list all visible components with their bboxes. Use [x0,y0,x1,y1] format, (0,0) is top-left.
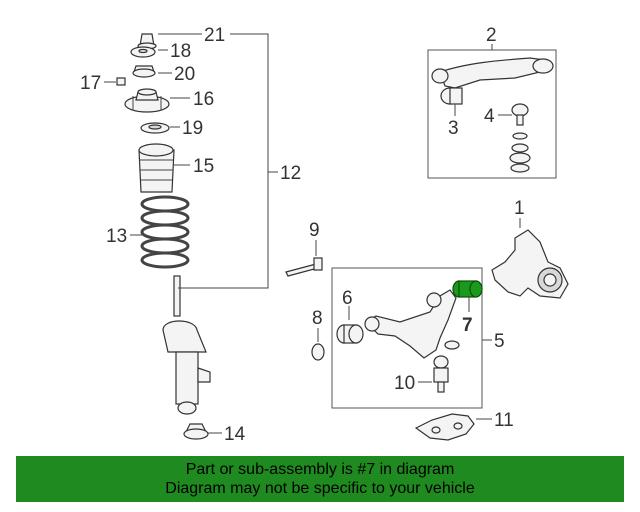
callout-2: 2 [486,25,497,46]
strut-mount-16 [124,88,170,113]
callout-10: 10 [394,373,415,394]
bushing-6 [336,324,364,344]
callout-12: 12 [280,163,301,184]
upper-arm-bushing-3 [440,87,463,105]
banner-line-part: Part or sub-assembly is #7 in diagram [185,461,455,478]
ball-joint-10 [433,355,449,393]
shock-absorber [162,275,211,415]
parts-diagram: 21 18 20 17 16 19 15 12 13 14 2 3 4 1 9 … [80,25,569,445]
callout-16: 16 [193,89,214,110]
callout-9: 9 [309,220,320,241]
coil-spring-13 [140,195,190,269]
banner-line-disclaimer: Diagram may not be specific to your vehi… [165,480,475,497]
callout-11: 11 [494,410,514,431]
plate-11 [414,413,475,441]
callout-17: 17 [80,73,101,94]
callout-21: 21 [204,25,225,46]
steering-knuckle-1 [491,229,569,299]
callout-14: 14 [224,424,246,445]
strut-washer-18 [130,46,156,58]
bump-stop-14 [183,423,209,440]
callout-7: 7 [462,315,473,336]
clip-ring [444,340,460,350]
callout-4: 4 [484,106,495,127]
nut-17 [116,77,126,86]
spring-seat-19 [140,122,170,134]
dust-boot-15 [138,143,175,193]
upper-control-arm [431,57,554,89]
callout-1: 1 [514,198,525,219]
callout-20: 20 [174,64,195,85]
lower-arm-box [331,267,483,409]
bracket-12-line [178,33,269,289]
ball-joint-4 [509,103,531,173]
callout-6: 6 [342,288,353,309]
callout-5: 5 [494,331,505,352]
callout-8: 8 [312,308,323,329]
callout-19: 19 [182,118,203,139]
bushing-7-highlighted [452,280,483,298]
bushing-20 [132,65,156,78]
callout-18: 18 [170,41,191,62]
callout-15: 15 [193,156,214,177]
bolt-9 [285,257,323,277]
info-banner: Part or sub-assembly is #7 in diagram Di… [16,456,624,502]
callout-13: 13 [106,226,127,247]
callout-3: 3 [448,118,459,139]
lower-control-arm [364,289,457,359]
bolt-8 [311,343,325,361]
